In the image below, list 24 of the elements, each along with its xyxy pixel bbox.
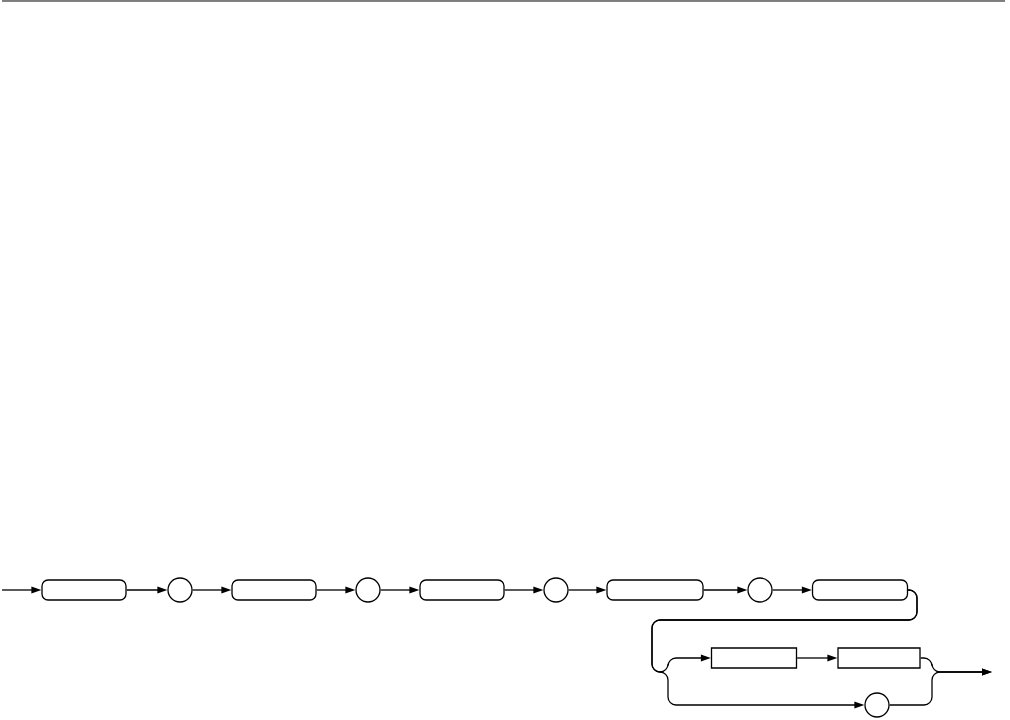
arrow: [889, 668, 992, 706]
arrow: [651, 589, 918, 709]
rectangle-box: [837, 647, 921, 669]
rounded-box: [231, 579, 317, 601]
rounded-box: [811, 579, 909, 601]
rounded-box: [41, 579, 127, 601]
arrow: [568, 586, 607, 594]
rounded-box: [606, 579, 704, 601]
arrow: [192, 586, 232, 594]
arrow: [126, 586, 168, 594]
circle-node: [355, 577, 381, 603]
arrow: [316, 586, 356, 594]
arrow: [1, 586, 42, 594]
circle-node: [747, 577, 773, 603]
rounded-box: [419, 579, 505, 601]
circle-node: [864, 692, 890, 718]
arrow: [504, 586, 544, 594]
circle-node: [543, 577, 569, 603]
arrow: [380, 586, 420, 594]
arrow: [796, 654, 838, 662]
arrow: [772, 586, 812, 594]
arrow: [703, 586, 748, 594]
rectangle-box: [710, 647, 798, 669]
circle-node: [167, 577, 193, 603]
